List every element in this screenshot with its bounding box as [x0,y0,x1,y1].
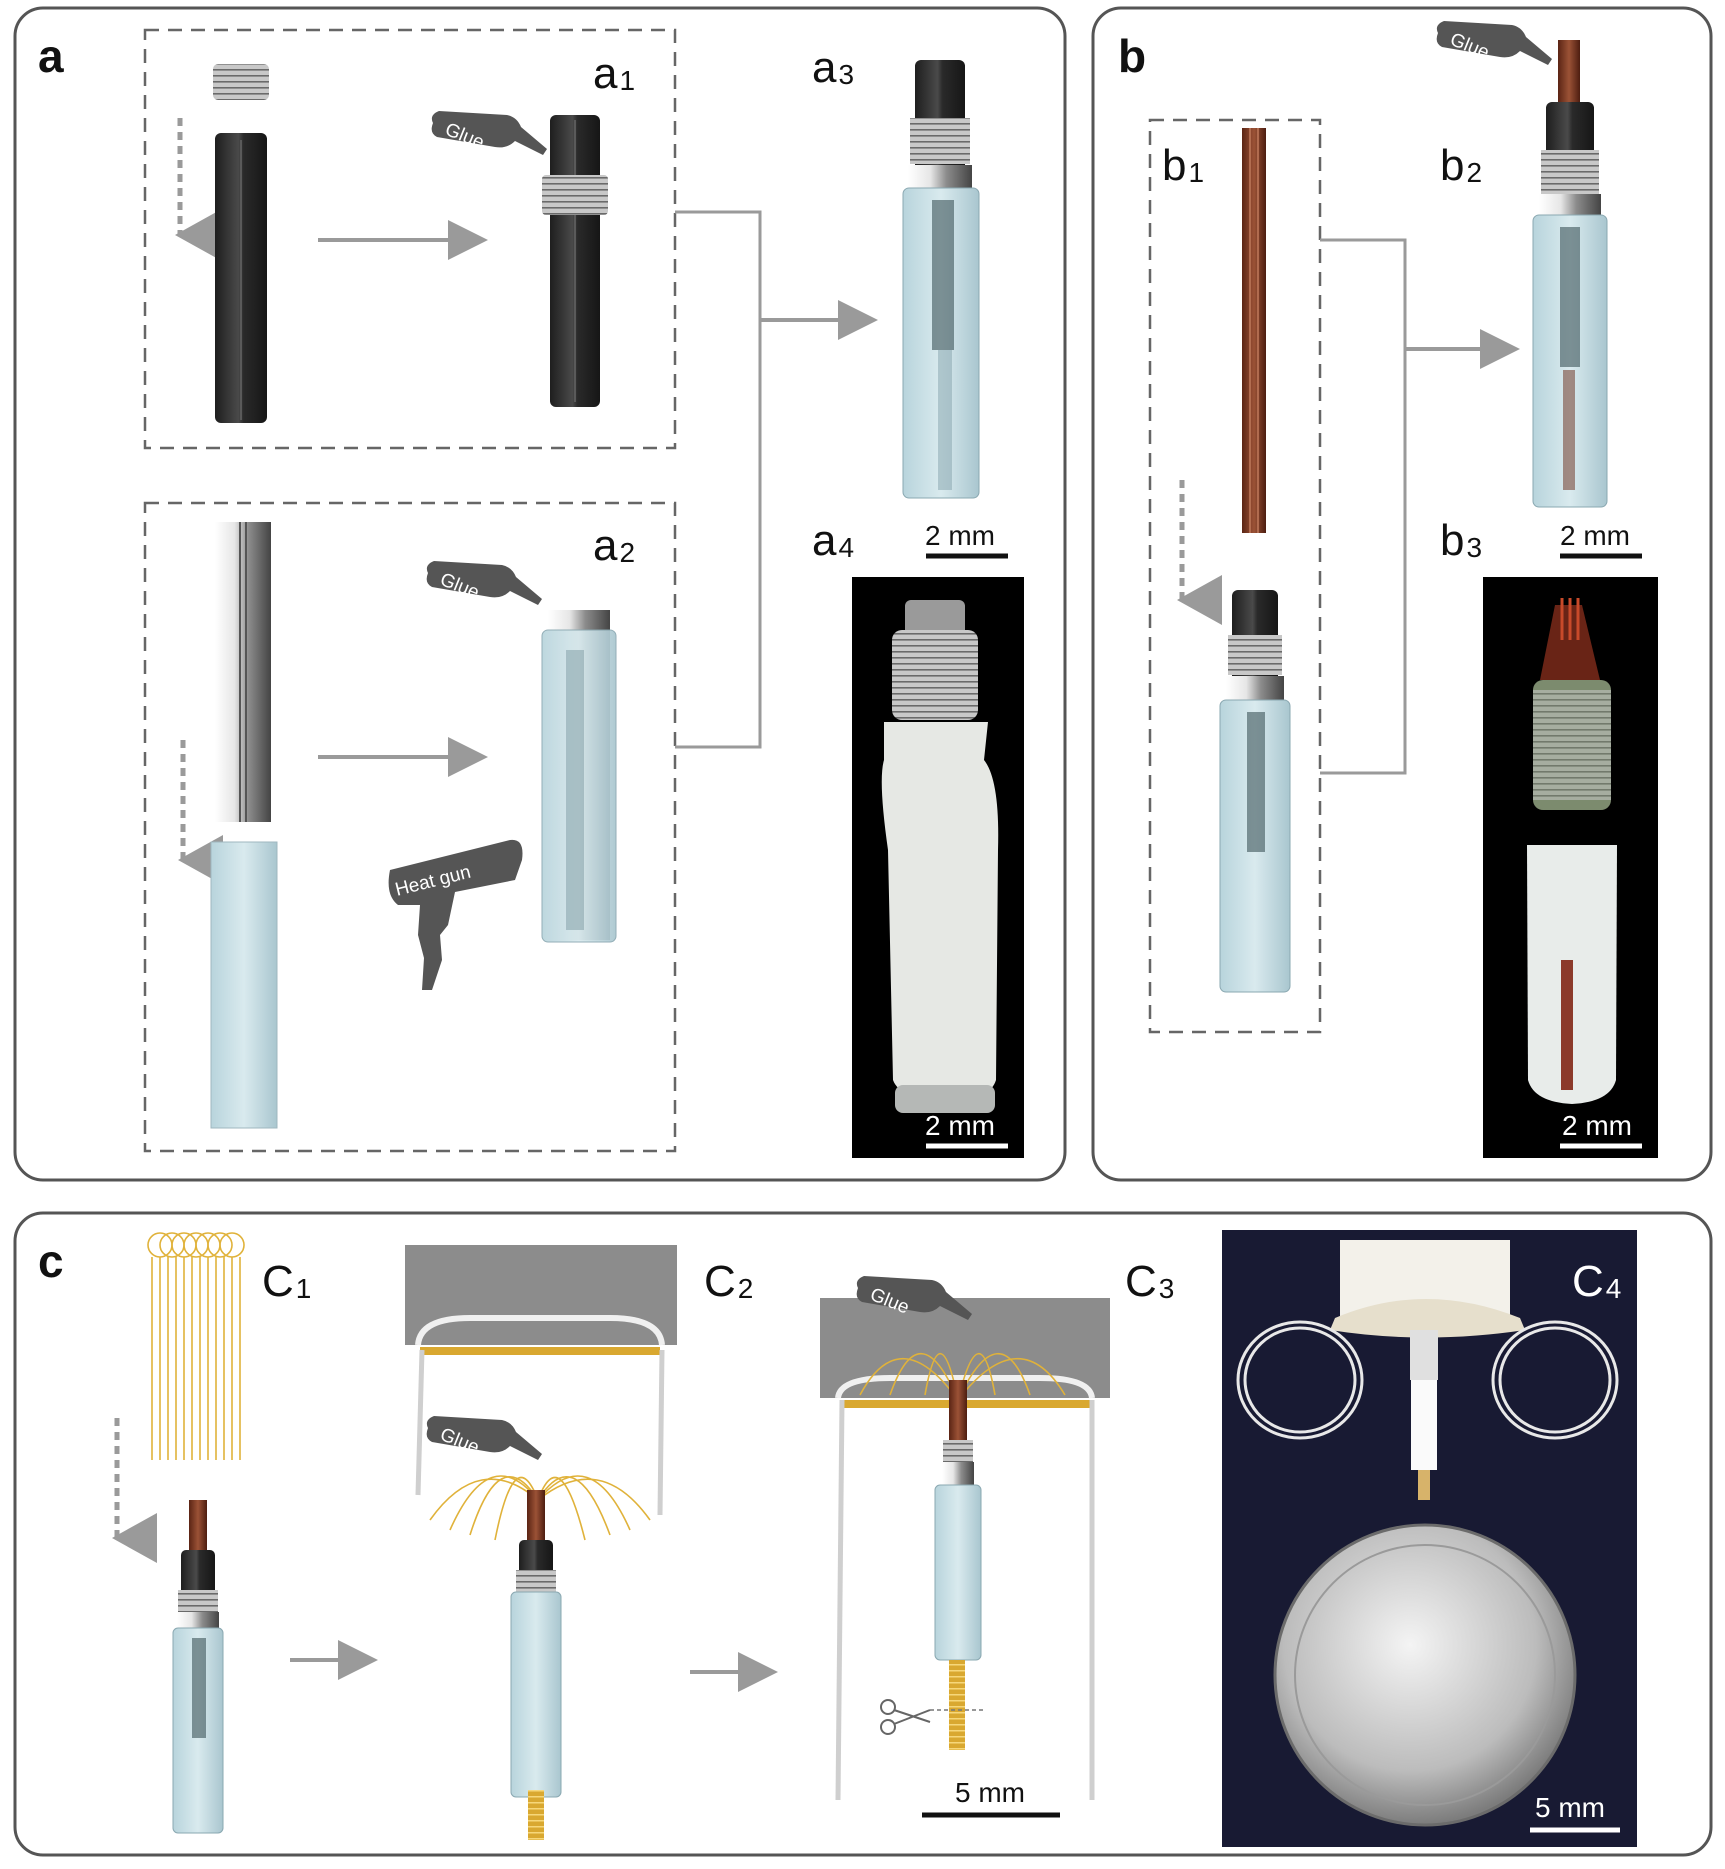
a4-label: a4 [812,516,854,565]
c2-label: C2 [704,1257,753,1306]
b1-box [1148,118,1322,1034]
dime-coin [1273,1523,1577,1827]
c2-block [405,1245,677,1345]
panel-c-letter: c [38,1235,64,1287]
c1-label: C1 [262,1257,311,1306]
scissors-icon [880,1699,931,1735]
c2-probe [510,1591,562,1798]
a2-box [143,501,677,1153]
gold-wires [147,1232,245,1460]
a1-box [143,28,677,450]
b2-scale-label: 2 mm [1560,520,1630,551]
c2-pads [420,1347,660,1355]
b3-scale-label: 2 mm [1562,1110,1632,1141]
a4-scale-label: 2 mm [925,1110,995,1141]
panel-a-letter: a [38,30,64,82]
b2-label: b2 [1440,141,1482,190]
coil [213,64,269,100]
panel-a-frame [13,6,1067,1182]
b1-label: b1 [1162,141,1204,190]
glass-tube [210,841,278,1129]
c4-scale-label: 5 mm [1535,1792,1605,1823]
b-connector [1320,238,1407,775]
panel-c-frame [13,1211,1713,1857]
c4-wire-coils [1236,1320,1619,1440]
a3-label: a3 [812,43,854,92]
glue-icon: Glue [431,111,547,155]
c3-probe [934,1484,982,1661]
a1-label: a1 [593,49,635,98]
a3-scale-label: 2 mm [925,520,995,551]
panel-b-frame [1091,6,1713,1182]
panel-b-letter: b [1118,30,1146,82]
a2-label: a2 [593,521,635,570]
c3-label: C3 [1125,1257,1174,1306]
c2-fanned-wires [429,1475,651,1541]
a-connector [675,210,762,749]
c3-scale-label: 5 mm [955,1777,1025,1808]
copper-rods [1242,128,1266,533]
silver-tube [215,522,271,822]
b3-label: b3 [1440,516,1482,565]
glue-icon-4: Glue [426,1416,542,1460]
glue-icon-3: Glue [1436,21,1552,65]
glue-icon-2: Glue [426,561,542,605]
heat-gun-icon: Heat gun [388,839,523,990]
